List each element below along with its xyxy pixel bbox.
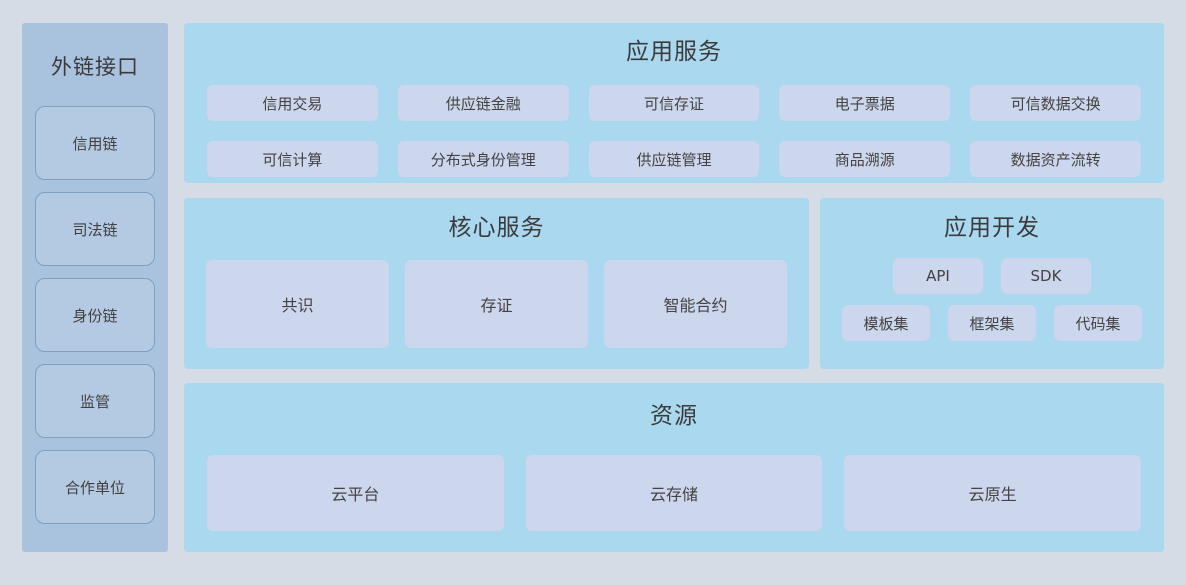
service-card-label: 数据资产流转: [1010, 150, 1101, 169]
service-card-trusted-deposit[interactable]: 可信存证: [588, 85, 760, 121]
dev-card-label: 模板集: [863, 314, 909, 333]
service-card-product-traceability[interactable]: 商品溯源: [779, 141, 951, 177]
dev-card-template-set[interactable]: 模板集: [842, 305, 930, 341]
application-development-row-2: 模板集 框架集 代码集: [820, 305, 1164, 341]
panel-core-services: 核心服务 共识 存证 智能合约: [184, 198, 809, 369]
service-card-label: 供应链管理: [636, 150, 712, 169]
resource-card-cloud-platform[interactable]: 云平台: [207, 455, 504, 531]
service-card-label: 信用交易: [262, 94, 323, 113]
resource-card-label: 云存储: [649, 485, 698, 504]
sidebar-title: 外链接口: [51, 55, 139, 79]
sidebar-item-label: 身份链: [72, 306, 118, 325]
dev-card-label: API: [926, 267, 950, 285]
core-services-grid: 共识 存证 智能合约: [206, 260, 787, 348]
service-card-data-asset-circulation[interactable]: 数据资产流转: [970, 141, 1141, 177]
panel-title-core-services: 核心服务: [448, 215, 545, 241]
core-card-deposit-evidence[interactable]: 存证: [405, 260, 588, 348]
service-card-supply-chain-management[interactable]: 供应链管理: [588, 141, 760, 177]
service-card-supply-chain-finance[interactable]: 供应链金融: [397, 85, 569, 121]
sidebar-item-label: 司法链: [72, 220, 118, 239]
service-card-trusted-data-exchange[interactable]: 可信数据交换: [970, 85, 1141, 121]
dev-card-label: SDK: [1030, 267, 1062, 285]
service-card-label: 供应链金融: [445, 94, 521, 113]
sidebar-item-list: 信用链 司法链 身份链 监管 合作单位: [35, 106, 155, 524]
panel-application-services: 应用服务 信用交易 供应链金融 可信存证 电子票据 可信数据交换 可信计算 分布…: [184, 23, 1164, 183]
resource-card-label: 云原生: [968, 485, 1017, 504]
resource-card-cloud-native[interactable]: 云原生: [844, 455, 1141, 531]
sidebar-item-supervision[interactable]: 监管: [35, 364, 155, 438]
panel-title-application-development: 应用开发: [944, 215, 1040, 241]
resource-card-cloud-storage[interactable]: 云存储: [525, 455, 823, 531]
sidebar-external-interfaces: 外链接口 信用链 司法链 身份链 监管 合作单位: [22, 23, 168, 552]
resource-card-label: 云平台: [331, 485, 380, 504]
panel-application-development: 应用开发 API SDK 模板集 框架集 代码集: [820, 198, 1164, 369]
service-card-label: 电子票据: [834, 94, 895, 113]
application-services-grid: 信用交易 供应链金融 可信存证 电子票据 可信数据交换 可信计算 分布式身份管理…: [207, 85, 1141, 177]
dev-card-label: 框架集: [969, 314, 1015, 333]
sidebar-item-partner-org[interactable]: 合作单位: [35, 450, 155, 524]
panel-title-resources: 资源: [650, 403, 698, 429]
service-card-electronic-bill[interactable]: 电子票据: [779, 85, 951, 121]
service-card-label: 可信存证: [643, 94, 704, 113]
core-card-smart-contract[interactable]: 智能合约: [604, 260, 787, 348]
dev-card-framework-set[interactable]: 框架集: [948, 305, 1036, 341]
core-card-label: 智能合约: [663, 296, 728, 315]
sidebar-item-judicial-chain[interactable]: 司法链: [35, 192, 155, 266]
sidebar-item-label: 监管: [79, 392, 110, 411]
core-card-label: 存证: [480, 296, 513, 315]
sidebar-item-credit-chain[interactable]: 信用链: [35, 106, 155, 180]
dev-card-label: 代码集: [1075, 314, 1121, 333]
dev-card-api[interactable]: API: [893, 258, 983, 294]
resources-grid: 云平台 云存储 云原生: [207, 455, 1141, 531]
service-card-label: 可信数据交换: [1010, 94, 1101, 113]
panel-title-application-services: 应用服务: [626, 39, 722, 65]
dev-card-sdk[interactable]: SDK: [1001, 258, 1091, 294]
sidebar-item-identity-chain[interactable]: 身份链: [35, 278, 155, 352]
service-card-credit-trading[interactable]: 信用交易: [207, 85, 378, 121]
service-card-label: 可信计算: [262, 150, 323, 169]
application-development-row-1: API SDK: [820, 258, 1164, 294]
service-card-trusted-computing[interactable]: 可信计算: [207, 141, 378, 177]
sidebar-item-label: 信用链: [72, 134, 118, 153]
core-card-label: 共识: [281, 296, 314, 315]
dev-card-code-set[interactable]: 代码集: [1054, 305, 1142, 341]
service-card-label: 商品溯源: [834, 150, 895, 169]
service-card-distributed-identity-management[interactable]: 分布式身份管理: [397, 141, 569, 177]
service-card-label: 分布式身份管理: [430, 150, 536, 169]
core-card-consensus[interactable]: 共识: [206, 260, 389, 348]
sidebar-item-label: 合作单位: [64, 478, 125, 497]
panel-resources: 资源 云平台 云存储 云原生: [184, 383, 1164, 552]
